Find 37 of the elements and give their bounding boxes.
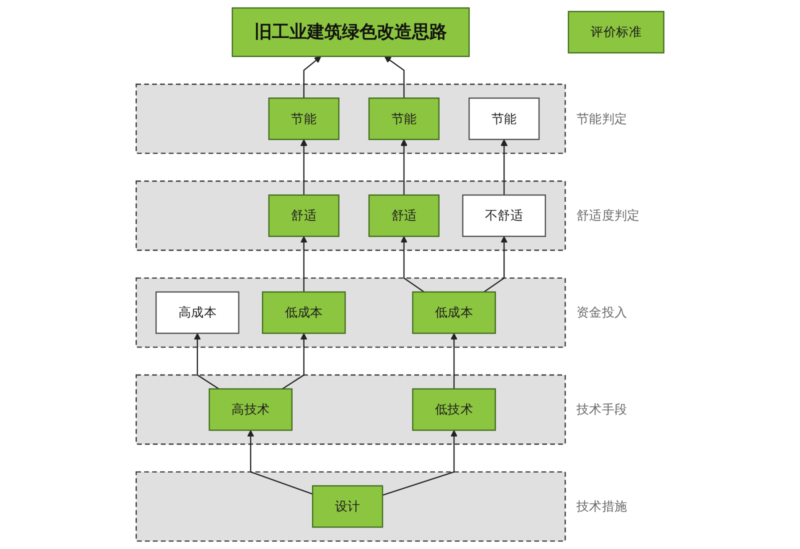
arrow — [247, 430, 313, 495]
arrow — [382, 430, 458, 496]
arrow — [450, 332, 458, 389]
arrow — [500, 139, 508, 196]
cluster — [136, 180, 566, 251]
node-box: 节能 — [368, 98, 440, 140]
cluster — [136, 471, 566, 542]
cluster — [136, 374, 566, 445]
node-box: 节能 — [268, 98, 340, 140]
arrow — [194, 332, 220, 390]
node-label: 技术手段 — [576, 402, 628, 417]
node-label: 资金投入 — [576, 304, 628, 320]
node-box: 旧工业建筑绿色改造思路 — [232, 7, 470, 57]
node-box: 设计 — [312, 485, 384, 528]
node-label: 技术措施 — [576, 498, 628, 514]
node-box: 低技术 — [412, 388, 496, 431]
node-label: 节能判定 — [576, 110, 628, 126]
arrow — [300, 236, 308, 292]
cluster — [136, 277, 566, 348]
node-box: 评价标准 — [568, 10, 664, 54]
arrow — [400, 139, 408, 196]
node-label: 舒适度判定 — [576, 208, 640, 223]
arrow — [300, 139, 308, 196]
arrow — [384, 56, 405, 98]
node-box: 高成本 — [156, 291, 240, 334]
node-box: 低成本 — [412, 291, 496, 334]
node-box: 不舒适 — [462, 194, 546, 237]
arrow — [400, 236, 424, 292]
arrow — [484, 236, 508, 292]
node-box: 舒适 — [368, 194, 440, 237]
node-box: 低成本 — [262, 291, 346, 334]
node-box: 高技术 — [208, 388, 293, 431]
arrow — [303, 56, 322, 98]
cluster — [136, 84, 566, 154]
node-box: 舒适 — [268, 194, 340, 237]
node-box: 节能 — [468, 98, 540, 140]
arrow — [282, 332, 308, 390]
